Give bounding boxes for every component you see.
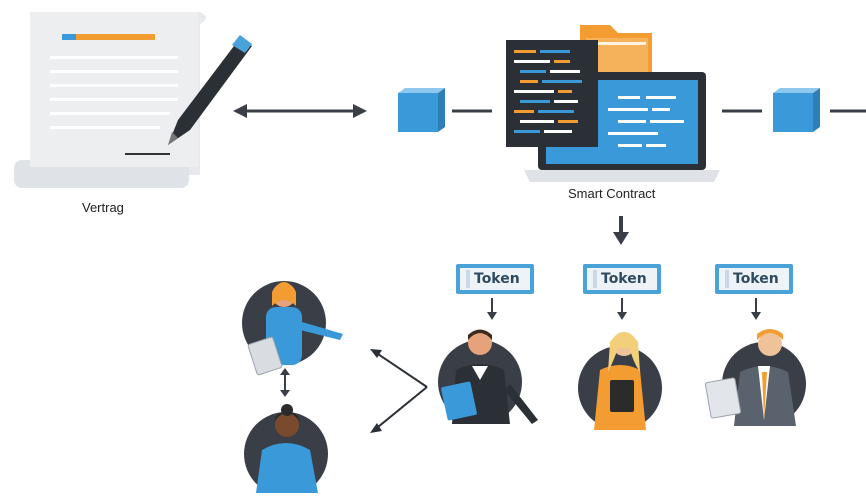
smart-contract-label: Smart Contract [568,186,656,201]
small-double-arrow [280,368,290,397]
person-avatar-left-top [242,281,343,376]
branch-arrows [370,349,428,433]
contract-scroll-icon [14,12,206,188]
token-badge-1: Token [456,264,534,294]
block-cube-icon-right [773,88,820,132]
double-arrow [233,104,367,118]
down-arrow-small [487,298,761,320]
person-avatar-left-bottom [244,404,328,493]
down-arrow-main [613,216,629,245]
person-avatar-recipient-2 [578,332,662,430]
pen-icon [168,35,252,145]
person-avatar-recipient-1 [438,329,538,424]
token-badge-3: Token [715,264,793,294]
token-badge-2: Token [583,264,661,294]
token-label: Token [733,271,779,287]
person-avatar-recipient-3 [704,329,806,426]
smart-contract-laptop-icon [506,25,720,182]
token-label: Token [474,271,520,287]
token-label: Token [601,271,647,287]
contract-label: Vertrag [82,200,124,215]
block-cube-icon-left [398,88,445,132]
